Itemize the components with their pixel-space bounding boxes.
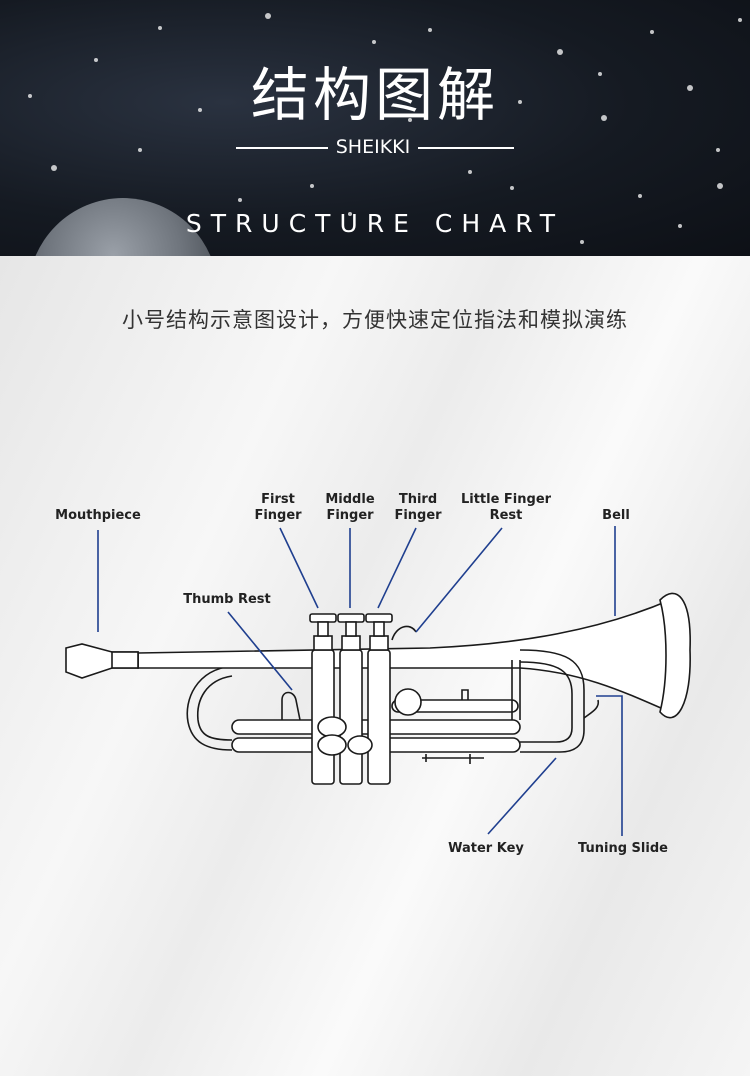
label-thumb-rest: Thumb Rest	[183, 592, 271, 607]
middle-button-stem	[345, 621, 357, 637]
page-title: 结构图解	[250, 61, 499, 129]
third-finger-button	[365, 613, 393, 623]
trumpet-illustration	[65, 592, 691, 785]
label-third-finger-line1: Third	[399, 492, 437, 507]
third-button-stem	[373, 621, 385, 637]
little-finger-hook	[391, 625, 417, 641]
slide-stop	[461, 689, 469, 700]
label-first-finger-line1: First	[261, 492, 295, 507]
valve-knuckle-2	[317, 734, 347, 756]
middle-finger-button	[337, 613, 365, 623]
second-valve-casing	[339, 649, 363, 785]
thumb-rest-hook	[281, 691, 301, 721]
header-banner: 结构图解 SHEIKKI STRUCTURE CHART	[0, 0, 750, 256]
subtitle-english: STRUCTURE CHART	[185, 209, 565, 238]
label-little-finger-line2: Rest	[490, 508, 523, 523]
leader-third-finger	[377, 527, 417, 609]
leader-tuning-slide	[596, 695, 623, 836]
valve-cap-ring	[394, 688, 422, 716]
description-text: 小号结构示意图设计，方便快速定位指法和模拟演练	[122, 308, 628, 332]
second-valve-stem	[341, 635, 361, 651]
leader-little-finger-rest	[415, 527, 503, 633]
brand-row: SHEIKKI	[0, 136, 750, 160]
mouthpiece-receiver	[111, 651, 139, 669]
leader-water-key	[487, 757, 557, 835]
label-middle-finger-line2: Finger	[326, 508, 374, 523]
valve-knuckle-3	[347, 735, 373, 755]
first-button-stem	[317, 621, 329, 637]
label-middle-finger-line1: Middle	[325, 492, 374, 507]
tuning-slide-shape	[519, 649, 585, 753]
first-valve-stem	[313, 635, 333, 651]
label-first-finger-line2: Finger	[254, 508, 302, 523]
label-bell: Bell	[602, 508, 630, 523]
leader-thumb-rest	[227, 611, 293, 691]
main-tuning-loop	[186, 665, 233, 751]
brand-divider-left	[236, 147, 328, 149]
slide-rod	[422, 754, 484, 764]
leader-first-finger	[279, 527, 319, 609]
star-field	[28, 13, 742, 244]
third-valve-stem	[369, 635, 389, 651]
main-tuning-loop-inner	[196, 675, 233, 741]
tuning-slide-inner	[519, 661, 573, 743]
first-finger-button	[309, 613, 337, 623]
valve-knuckle-1	[317, 716, 347, 738]
water-key-lever	[583, 699, 600, 719]
label-mouthpiece: Mouthpiece	[55, 508, 141, 523]
leader-lines	[97, 526, 623, 836]
bell-brace	[511, 660, 521, 720]
label-third-finger-line2: Finger	[394, 508, 442, 523]
brand-name: SHEIKKI	[335, 136, 411, 158]
bell-flare	[659, 592, 691, 719]
part-labels: Mouthpiece First Finger Middle Finger Th…	[55, 492, 668, 856]
brand-divider-right	[418, 147, 514, 149]
label-tuning-slide: Tuning Slide	[578, 841, 668, 856]
third-valve-casing	[367, 649, 391, 785]
label-little-finger-line1: Little Finger	[461, 492, 552, 507]
label-water-key: Water Key	[448, 841, 524, 856]
second-slide	[391, 699, 519, 713]
